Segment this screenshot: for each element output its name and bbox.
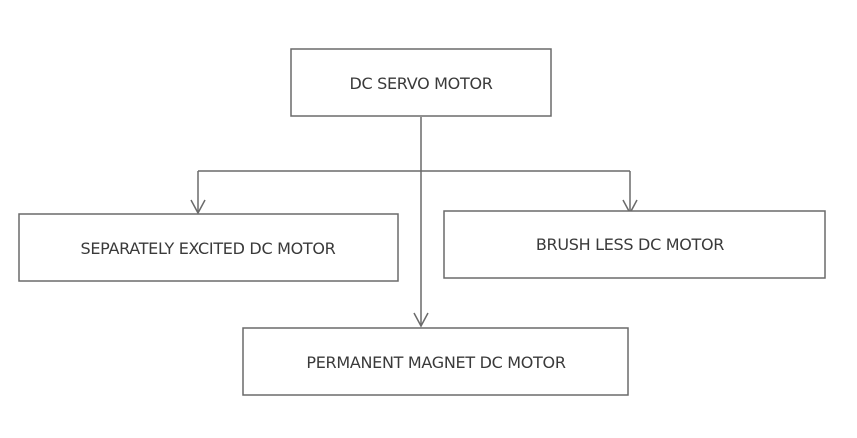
arrowhead-separately-excited	[190, 199, 206, 215]
node-permanent-magnet-dc-motor: PERMANENT MAGNET DC MOTOR	[242, 327, 629, 396]
node-brush-less-dc-motor: BRUSH LESS DC MOTOR	[443, 210, 826, 279]
node-label: SEPARATELY EXCITED DC MOTOR	[81, 239, 336, 258]
node-label: DC SERVO MOTOR	[349, 74, 492, 93]
node-dc-servo-motor: DC SERVO MOTOR	[290, 48, 552, 117]
node-separately-excited-dc-motor: SEPARATELY EXCITED DC MOTOR	[18, 213, 399, 282]
node-label: BRUSH LESS DC MOTOR	[536, 235, 724, 254]
arrowhead-permanent-magnet	[413, 312, 429, 328]
node-label: PERMANENT MAGNET DC MOTOR	[306, 353, 565, 372]
